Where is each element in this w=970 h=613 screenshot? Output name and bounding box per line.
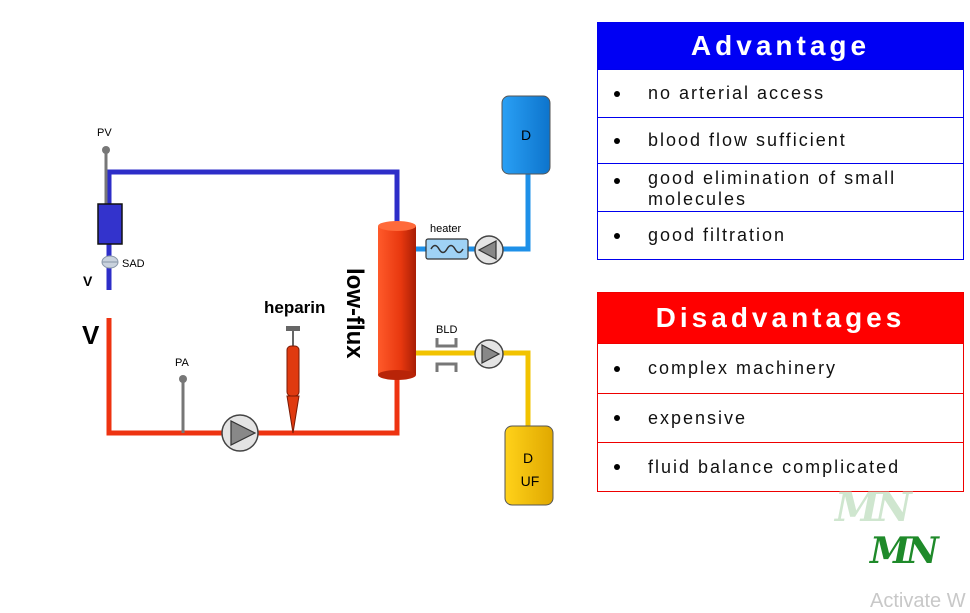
disadvantages-title: Disadvantages xyxy=(598,293,963,343)
disadvantage-text: fluid balance complicated xyxy=(648,456,901,477)
advantages-title: Advantage xyxy=(598,23,963,69)
waste-tank-d-label: D xyxy=(523,450,533,466)
pa-label: PA xyxy=(175,357,190,369)
bullet-icon xyxy=(614,90,620,97)
blood-leak-detector-icon xyxy=(435,338,458,372)
heparin-label: heparin xyxy=(264,298,325,317)
v-small-label: V xyxy=(83,273,93,289)
advantage-text: blood flow sufficient xyxy=(648,130,847,150)
waste-tank xyxy=(504,425,554,506)
effluent-line xyxy=(416,350,531,428)
disadvantage-item: expensive xyxy=(598,393,963,442)
heater-label: heater xyxy=(430,223,462,235)
waste-tank-uf-label: UF xyxy=(521,473,540,489)
bullet-icon xyxy=(614,464,620,470)
dialysate-line xyxy=(416,172,531,252)
pump-icon xyxy=(474,339,504,369)
advantage-item: blood flow sufficient xyxy=(598,117,963,163)
advantage-text: no arterial access xyxy=(648,83,826,103)
advantage-item: good filtration xyxy=(598,211,963,259)
disadvantage-item: fluid balance complicated xyxy=(598,442,963,491)
filter-label: low-flux xyxy=(341,268,368,359)
advantage-item: good elimination of small molecules xyxy=(598,163,963,211)
air-detector-icon xyxy=(101,255,119,269)
v-large-label: V xyxy=(82,320,100,350)
bullet-icon xyxy=(614,415,620,421)
watermark: MN xyxy=(870,530,939,572)
watermark-faded: MN xyxy=(835,484,912,531)
pressure-sensor-icon xyxy=(179,375,187,433)
low-flux-filter xyxy=(378,221,416,380)
venous-drip-chamber xyxy=(97,203,123,245)
bullet-icon xyxy=(614,178,620,184)
advantage-item: no arterial access xyxy=(598,69,963,117)
pv-label: PV xyxy=(97,127,112,139)
dialysate-tank xyxy=(501,95,551,175)
dialysate-tank-label: D xyxy=(521,127,531,143)
pressure-sensor-icon xyxy=(102,146,110,205)
advantage-text: good elimination of small molecules xyxy=(648,168,897,209)
advantages-panel: Advantage no arterial access blood flow … xyxy=(597,22,964,260)
dialysis-circuit-diagram: PV SAD V V PA heparin low-flux heater xyxy=(82,95,554,506)
disadvantages-panel: Disadvantages complex machinery expensiv… xyxy=(597,292,964,492)
bld-label: BLD xyxy=(436,324,457,336)
bullet-icon xyxy=(614,137,620,144)
bullet-icon xyxy=(614,232,620,239)
pump-icon xyxy=(221,414,259,452)
sad-label: SAD xyxy=(122,258,145,270)
bullet-icon xyxy=(614,365,620,372)
advantage-text: good filtration xyxy=(648,225,787,245)
activate-windows-overlay: Activate W xyxy=(870,590,966,612)
disadvantage-item: complex machinery xyxy=(598,343,963,393)
disadvantage-text: complex machinery xyxy=(648,358,838,378)
disadvantage-text: expensive xyxy=(648,407,748,428)
heater-icon xyxy=(425,238,469,260)
syringe-icon xyxy=(286,326,300,434)
pump-icon xyxy=(474,235,504,265)
